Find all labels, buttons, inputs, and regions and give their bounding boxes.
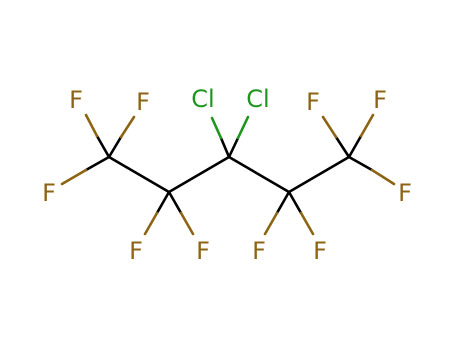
- atom-f-c5-top-right: F: [373, 86, 387, 114]
- bond-c5-f3-a: [347, 155, 374, 172]
- atom-f-c1-top-right: F: [136, 88, 150, 116]
- bond-c3-cl2-b: [236, 115, 250, 140]
- bond-c1-f1-b: [84, 113, 99, 138]
- bond-c4-f-a: [275, 190, 291, 215]
- atom-f-c5-right: F: [398, 179, 412, 207]
- bond-c5-f1-a: [334, 135, 351, 159]
- bond-c1-f1-a: [95, 134, 111, 159]
- bond-c5-f2-b: [359, 113, 375, 138]
- bond-c1-f3-a: [84, 155, 111, 172]
- bond-c1-c2: [107, 155, 171, 194]
- bond-c5-f1-b: [321, 115, 338, 139]
- atom-labels: F F Cl Cl F F F F F F F F: [42, 85, 412, 265]
- bond-c3-cl1-b: [210, 116, 223, 140]
- atom-cl-c3-right: Cl: [246, 85, 269, 113]
- atom-f-c2-bottom-right: F: [196, 237, 210, 265]
- bond-c2-c3: [167, 155, 231, 194]
- carbon-backbone: [107, 155, 351, 194]
- bond-c1-f2-b: [119, 115, 136, 139]
- bond-c4-f-b: [263, 211, 279, 236]
- bond-c5-f3-b: [370, 168, 396, 186]
- bond-c2-f-a: [155, 190, 171, 215]
- atom-f-c5-top-left: F: [306, 88, 320, 116]
- atom-f-c1-top-left: F: [69, 86, 83, 114]
- atom-f-c4-bottom-right: F: [313, 237, 327, 265]
- atom-cl-c3-left: Cl: [191, 85, 214, 113]
- bond-c3-cl1-a: [219, 136, 231, 159]
- atom-f-c2-bottom-left: F: [129, 237, 143, 265]
- bond-c1-f2-a: [107, 135, 123, 159]
- bond-c4-c5: [287, 155, 351, 194]
- atom-f-c1-left: F: [42, 179, 56, 207]
- bond-c2-f2-b: [179, 211, 195, 236]
- bond-c4-f2-a: [287, 190, 303, 215]
- bond-c4-f2-b: [299, 211, 315, 236]
- bond-c1-f3-b: [60, 168, 88, 186]
- bond-c5-f2-a: [347, 134, 363, 159]
- bond-c2-f-b: [143, 211, 159, 236]
- bond-c3-c4: [227, 155, 291, 194]
- atom-f-c4-bottom-left: F: [252, 237, 266, 265]
- bond-c2-f2-a: [167, 190, 183, 215]
- bond-c3-cl2-a: [227, 136, 240, 159]
- substituent-bonds: [60, 113, 396, 236]
